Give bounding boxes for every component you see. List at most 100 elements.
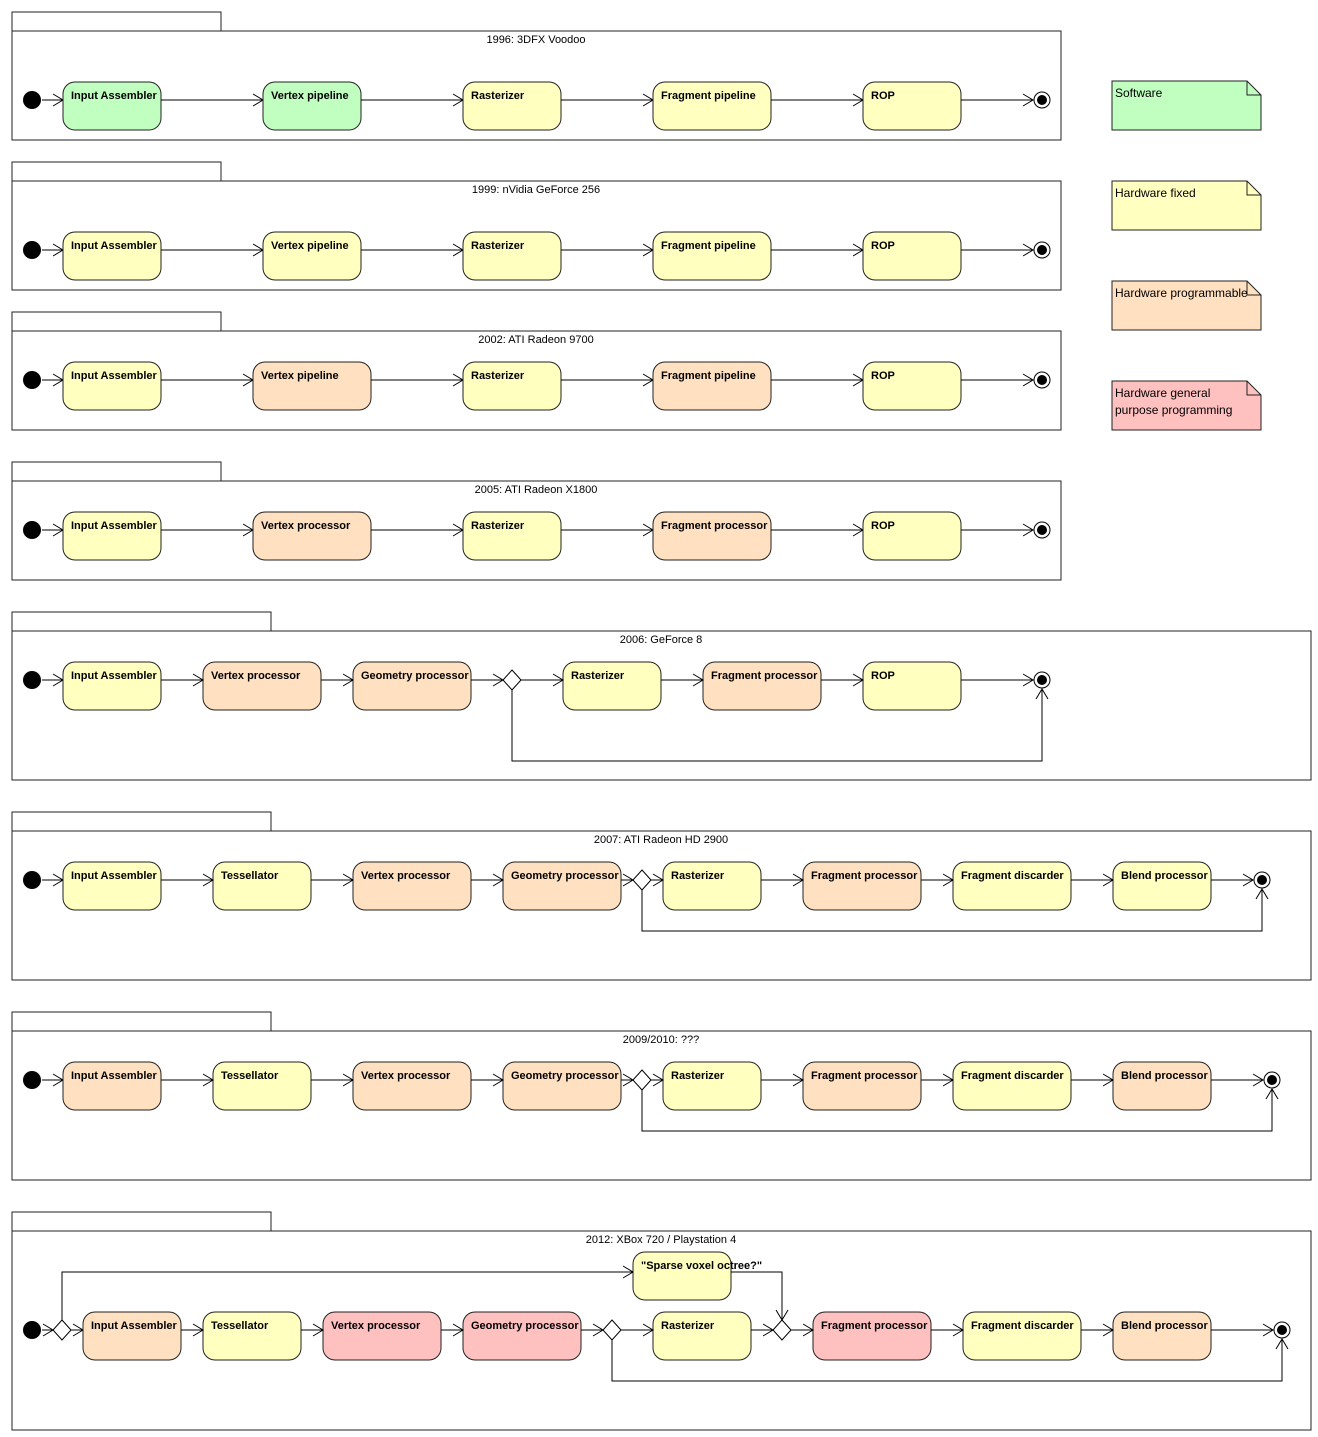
node-fragment-processor: Fragment processor [802, 861, 922, 911]
arrowhead [942, 1073, 954, 1087]
arrowhead [452, 1323, 464, 1337]
arrowhead [1262, 1323, 1274, 1337]
node-box [262, 81, 362, 131]
node-box [862, 361, 962, 411]
node-box [62, 361, 162, 411]
node-input-assembler: Input Assembler [62, 81, 162, 131]
initial-node [23, 671, 41, 689]
node-box [862, 231, 962, 281]
arrowhead [202, 1073, 214, 1087]
node-box [862, 81, 962, 131]
note-shape [1111, 380, 1262, 431]
node-box [952, 1061, 1072, 1111]
legend-label: Hardware fixed [1115, 186, 1196, 200]
node-box [212, 1061, 312, 1111]
frame-tab [11, 161, 222, 182]
node-blend-processor: Blend processor [1112, 861, 1212, 911]
note-fold [1246, 181, 1261, 196]
node-label: Input Assembler [71, 90, 157, 102]
initial-node [23, 1321, 41, 1339]
node-label: Input Assembler [71, 1070, 157, 1082]
node-box [202, 661, 322, 711]
arrowhead [1275, 1338, 1289, 1350]
node-input-assembler: Input Assembler [62, 1061, 162, 1111]
node-box [462, 1311, 582, 1361]
node-box [662, 1061, 762, 1111]
final-node [1033, 371, 1051, 389]
node-box [962, 1311, 1082, 1361]
arrowhead [652, 873, 664, 887]
node-box [352, 1061, 472, 1111]
node-box [252, 511, 372, 561]
frame-tab [11, 1011, 272, 1032]
arrowhead [192, 673, 204, 687]
node-box [62, 81, 162, 131]
node-label: Vertex pipeline [271, 90, 349, 102]
node-label: Vertex processor [361, 870, 451, 882]
node-rop: ROP [862, 231, 962, 281]
node-label: Rasterizer [471, 240, 525, 252]
node-fragment-discarder: Fragment discarder [962, 1311, 1082, 1361]
arrowhead [192, 1323, 204, 1337]
node-label: Fragment pipeline [661, 90, 756, 102]
node-vertex-pipeline: Vertex pipeline [252, 361, 372, 411]
node-box [802, 861, 922, 911]
arrowhead [202, 873, 214, 887]
arrowhead [1022, 243, 1034, 257]
node-fragment-pipeline: Fragment pipeline [652, 231, 772, 281]
node-box [1112, 1311, 1212, 1361]
arrowhead [492, 1073, 504, 1087]
node-label: Rasterizer [471, 520, 525, 532]
node-label: Fragment pipeline [661, 370, 756, 382]
node-box [652, 361, 772, 411]
legend-note-software: Software [1111, 80, 1262, 131]
node-box [202, 1311, 302, 1361]
node-fragment-processor: Fragment processor [652, 511, 772, 561]
node-label: Geometry processor [471, 1320, 579, 1332]
node-label: Fragment discarder [961, 1070, 1064, 1082]
node-box [62, 661, 162, 711]
node-label: Fragment processor [661, 520, 768, 532]
node-label: Input Assembler [91, 1320, 177, 1332]
node-label: Input Assembler [71, 370, 157, 382]
node-label: Rasterizer [671, 1070, 725, 1082]
node-fragment-pipeline: Fragment pipeline [652, 361, 772, 411]
arrowhead [692, 673, 704, 687]
node-box [62, 1061, 162, 1111]
node-box [502, 861, 622, 911]
frame-tab [11, 311, 222, 332]
node-rasterizer: Rasterizer [462, 511, 562, 561]
node-blend-processor: Blend processor [1112, 1061, 1212, 1111]
arrowhead [1022, 523, 1034, 537]
frame-title: 2005: ATI Radeon X1800 [475, 484, 598, 496]
node-box [82, 1311, 182, 1361]
initial-node [23, 1071, 41, 1089]
node-label: Geometry processor [511, 870, 619, 882]
node-label: Fragment discarder [971, 1320, 1074, 1332]
node-label: Fragment processor [811, 870, 918, 882]
note-fold [1246, 281, 1261, 296]
legend-label: Hardware general [1115, 386, 1210, 400]
arrowhead [342, 673, 354, 687]
final-node [1033, 91, 1051, 109]
node-label: Rasterizer [661, 1320, 715, 1332]
legend-note-fixed: Hardware fixed [1111, 180, 1262, 231]
node-rop: ROP [862, 511, 962, 561]
arrowhead [1102, 1323, 1114, 1337]
final-node [1033, 241, 1051, 259]
bypass-edge [641, 1089, 1273, 1132]
arrowhead [342, 1073, 354, 1087]
initial-node [23, 371, 41, 389]
node-box [662, 861, 762, 911]
node-box [62, 511, 162, 561]
node-vertex-pipeline: Vertex pipeline [262, 81, 362, 131]
node-rasterizer: Rasterizer [662, 1061, 762, 1111]
arrowhead [802, 1323, 814, 1337]
node-label: Vertex pipeline [271, 240, 349, 252]
frame-title: 2009/2010: ??? [623, 1034, 699, 1046]
node-geometry-processor: Geometry processor [462, 1311, 582, 1361]
